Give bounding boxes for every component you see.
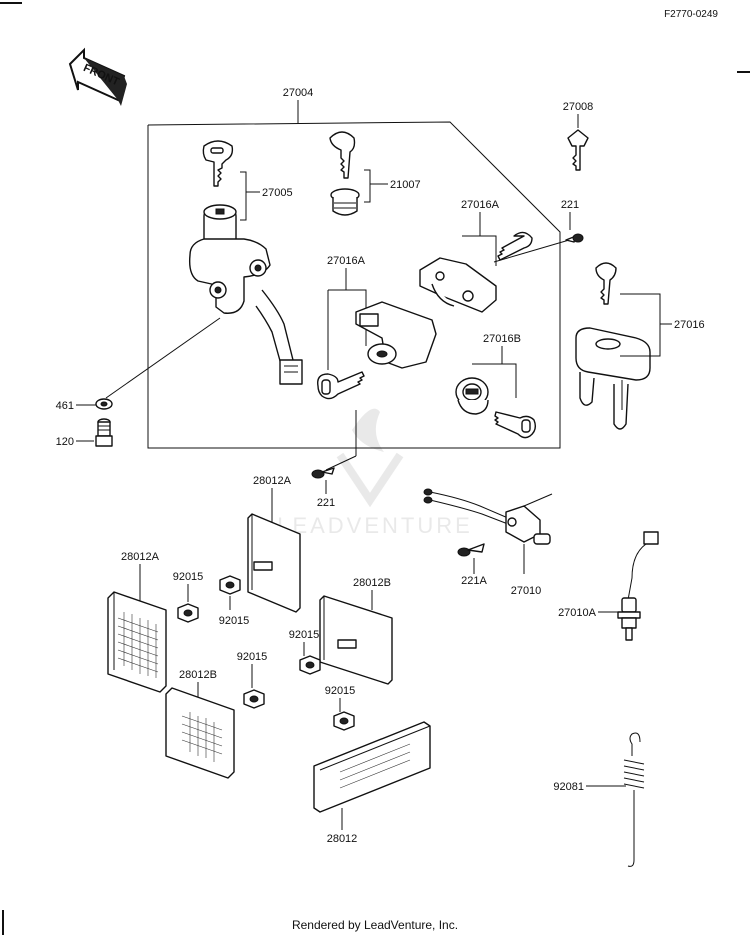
label-92015-a: 92015	[173, 571, 204, 583]
nut-icon	[219, 575, 241, 595]
label-120: 120	[56, 436, 74, 448]
label-92015-e: 92015	[325, 685, 356, 697]
label-28012A-left: 28012A	[121, 551, 160, 563]
reflector	[107, 591, 167, 693]
label-221-top: 221	[561, 199, 579, 211]
label-28012: 28012	[327, 833, 358, 845]
sensor-switch	[617, 531, 659, 641]
ignition-switch	[188, 204, 303, 385]
reflector-pattern	[117, 612, 159, 678]
label-21007: 21007	[390, 179, 421, 191]
label-92081: 92081	[553, 781, 584, 793]
key-icon	[202, 140, 234, 187]
lock-cylinder	[455, 377, 489, 415]
set-enclosure	[147, 121, 561, 449]
label-461: 461	[56, 400, 74, 412]
washer-icon	[95, 398, 113, 410]
label-27016: 27016	[674, 319, 705, 331]
key-icon	[494, 411, 537, 439]
label-221-bottom: 221	[317, 497, 335, 509]
nut-icon	[299, 655, 321, 675]
lock-cylinder	[330, 188, 360, 216]
bolt-icon	[95, 418, 113, 447]
label-92015-c: 92015	[289, 629, 320, 641]
label-27016B: 27016B	[483, 333, 521, 345]
footer-credit: Rendered by LeadVenture, Inc.	[292, 918, 458, 932]
key-icon	[329, 131, 356, 179]
key-icon	[595, 262, 617, 305]
label-221A: 221A	[461, 575, 487, 587]
nut-icon	[177, 603, 199, 623]
label-28012B-left: 28012B	[179, 669, 217, 681]
reflector	[247, 513, 301, 613]
reflector	[313, 721, 431, 813]
label-27016A-top: 27016A	[461, 199, 500, 211]
watermark-text: LEADVENTURE	[277, 513, 473, 538]
screw-icon	[457, 543, 485, 557]
reflector	[165, 687, 235, 779]
front-arrow-icon: FRONT	[68, 47, 127, 106]
seat-lock-housing	[419, 257, 497, 313]
label-28012A-top: 28012A	[253, 475, 292, 487]
label-27004: 27004	[283, 87, 314, 99]
reflector	[319, 595, 393, 685]
watermark: LEADVENTURE	[277, 408, 473, 538]
label-27005: 27005	[262, 187, 293, 199]
label-27010: 27010	[511, 585, 542, 597]
label-27008: 27008	[563, 101, 594, 113]
label-27010A: 27010A	[558, 607, 597, 619]
label-92015-b: 92015	[219, 615, 250, 627]
label-27016A-mid: 27016A	[327, 255, 366, 267]
helmet-lock	[575, 327, 651, 430]
spring-icon	[623, 732, 645, 867]
key-icon	[567, 129, 589, 171]
diagram-code: F2770-0249	[664, 9, 718, 20]
nut-icon	[333, 711, 355, 731]
key-icon	[317, 371, 365, 400]
reflector-pattern	[181, 712, 223, 762]
neutral-switch	[423, 488, 553, 545]
reflector-pattern	[339, 743, 411, 789]
screw-icon	[311, 467, 335, 479]
key-icon	[497, 231, 533, 261]
label-28012B-right: 28012B	[353, 577, 391, 589]
label-92015-d: 92015	[237, 651, 268, 663]
screw-icon	[565, 233, 584, 243]
nut-icon	[243, 689, 265, 709]
seat-lock	[355, 301, 437, 369]
